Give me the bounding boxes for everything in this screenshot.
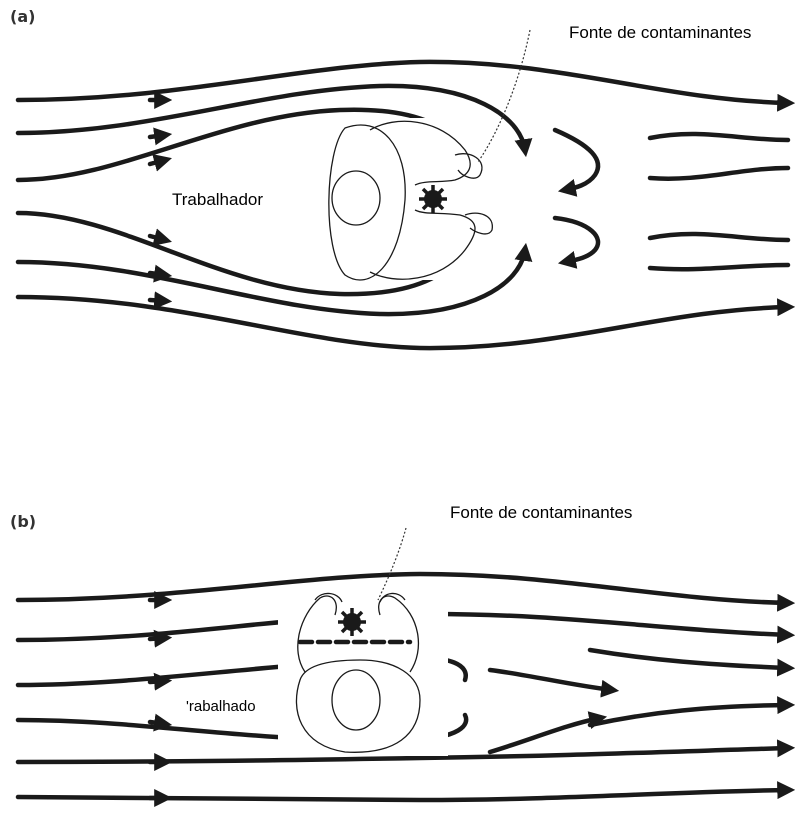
wake-eddy <box>490 718 600 752</box>
streamline <box>18 297 788 348</box>
panel-a-label: (a) <box>10 7 35 26</box>
wake-streamline <box>590 650 788 668</box>
wake-streamline <box>650 168 788 179</box>
wake-eddy <box>490 670 612 690</box>
inlet-arrow <box>150 135 165 137</box>
wake-eddy <box>555 218 598 262</box>
streamline <box>18 62 788 103</box>
panel-b-label: (b) <box>10 512 36 531</box>
inlet-arrow <box>150 236 165 240</box>
streamline <box>18 790 788 800</box>
panel-b: (b) <box>10 503 788 800</box>
source-label: Fonte de contaminantes <box>450 503 632 522</box>
worker-figure <box>322 118 492 280</box>
contaminant-source-icon <box>338 608 366 636</box>
wake-streamline <box>650 134 788 140</box>
panel-a: (a) <box>10 7 788 348</box>
inlet-arrow <box>150 300 165 301</box>
inlet-arrow <box>150 722 165 724</box>
source-label: Fonte de contaminantes <box>569 23 751 42</box>
wake-eddy <box>555 130 598 190</box>
inlet-arrow <box>150 681 165 682</box>
inlet-arrow <box>150 273 165 275</box>
worker-label: Trabalhador <box>172 190 263 209</box>
inlet-arrow <box>150 638 165 639</box>
wake-streamline <box>650 265 788 269</box>
worker-label: 'rabalhado <box>186 698 256 715</box>
inlet-arrow <box>150 160 165 164</box>
contaminant-source-icon <box>419 185 447 213</box>
wake-streamline <box>650 234 788 240</box>
wake-streamline <box>590 705 788 725</box>
